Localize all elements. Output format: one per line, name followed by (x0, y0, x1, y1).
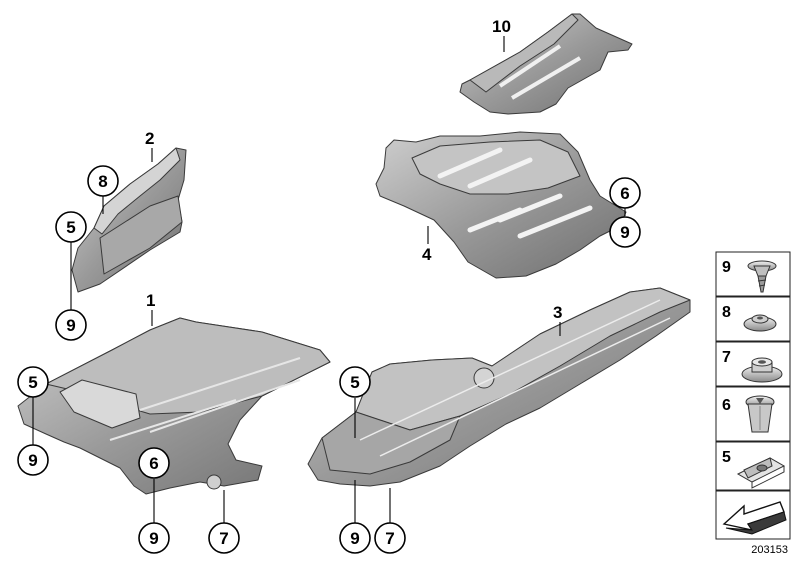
part-4-shield (375, 131, 627, 279)
callout-number: 6 (149, 454, 158, 473)
callout-9-upper: 9 (55, 309, 87, 341)
legend-item-8: 8 (715, 296, 791, 342)
callout-8-upper: 8 (87, 165, 119, 197)
callout-7-bottom: 7 (208, 522, 240, 554)
callout-number: 9 (66, 316, 75, 335)
callout-number: 9 (149, 529, 158, 548)
fastener-legend: 9 8 7 (715, 251, 791, 556)
callout-9-lowright: 9 (339, 522, 371, 554)
legend-item-6: 6 (715, 386, 791, 442)
callout-number: 9 (620, 223, 629, 242)
callout-number: 7 (219, 529, 228, 548)
callout-9-bottom: 9 (138, 522, 170, 554)
part-2-shield (71, 147, 187, 293)
callout-5-mid: 5 (339, 366, 371, 398)
legend-number: 8 (722, 304, 731, 321)
part-label-4: 4 (422, 245, 432, 264)
callout-9-left: 9 (17, 444, 49, 476)
legend-item-9: 9 (715, 251, 791, 297)
callout-7-lowright: 7 (374, 522, 406, 554)
callout-5-upper: 5 (55, 211, 87, 243)
part-label-10: 10 (492, 17, 511, 36)
legend-number: 9 (722, 259, 731, 276)
callout-number: 5 (28, 373, 37, 392)
part-3-panel (307, 287, 691, 487)
callout-6-center: 6 (138, 447, 170, 479)
legend-number: 5 (722, 449, 731, 466)
legend-item-5: 5 (715, 441, 791, 491)
callout-number: 9 (350, 529, 359, 548)
screw-icon (747, 260, 777, 293)
legend-item-7: 7 (715, 341, 791, 387)
callout-number: 6 (620, 184, 629, 203)
callout-number: 5 (66, 218, 75, 237)
leader-lines (32, 36, 626, 523)
callout-number: 5 (350, 373, 359, 392)
legend-item-direction (715, 490, 791, 540)
callout-9-right: 9 (609, 216, 641, 248)
callout-number: 9 (28, 451, 37, 470)
callout-6-right: 6 (609, 177, 641, 209)
diagram-id: 203153 (751, 544, 788, 556)
part-label-2: 2 (145, 129, 154, 148)
part-label-3: 3 (553, 303, 562, 322)
part-label-1: 1 (146, 291, 155, 310)
legend-number: 6 (722, 397, 731, 414)
direction-arrow-icon (722, 501, 787, 535)
clip-nut-icon (736, 457, 786, 489)
legend-number: 7 (722, 349, 731, 366)
callout-number: 8 (98, 172, 107, 191)
callout-5-left: 5 (17, 366, 49, 398)
part-1-panel (17, 317, 331, 495)
callout-number: 7 (385, 529, 394, 548)
plastic-nut-icon (745, 395, 775, 433)
part-10-shield (459, 13, 633, 115)
flange-nut-icon (741, 357, 783, 383)
nut-icon (743, 314, 777, 332)
